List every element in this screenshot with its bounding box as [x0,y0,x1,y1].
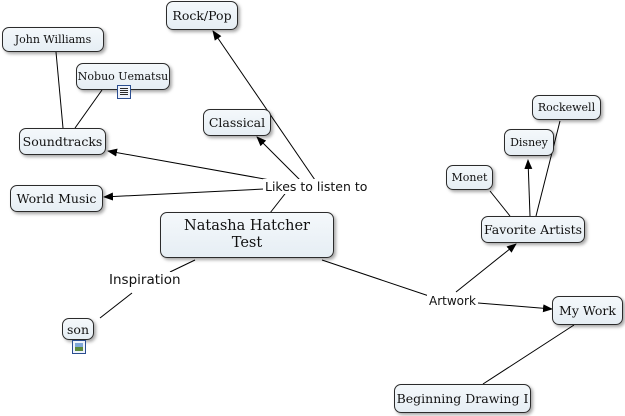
concept-soundtracks[interactable]: Soundtracks [19,128,106,155]
edge-likes-soundtracks [107,148,271,181]
edge-inspiration-son [99,292,133,319]
edge-favorite-monet [489,190,511,217]
edge-favorite-rockewell [535,120,561,217]
concept-favorite-artists[interactable]: Favorite Artists [481,216,585,243]
edge-likes-rockpop [212,30,316,181]
document-icon[interactable] [117,85,131,99]
link-artwork[interactable]: Artwork [427,294,478,308]
edge-likes-classical [256,136,301,181]
edge-center-artwork [321,259,433,298]
concept-son[interactable]: son [62,318,94,340]
concept-disney[interactable]: Disney [504,129,554,156]
edge-soundtracks-johnwilliams [55,51,64,129]
concept-classical[interactable]: Classical [203,109,271,136]
edge-mywork-drawing [482,324,575,385]
edge-artwork-favorite [455,243,517,293]
concept-beginning-drawing-i[interactable]: Beginning Drawing I [394,384,531,413]
concept-john-williams[interactable]: John Williams [2,27,104,52]
concept-world-music[interactable]: World Music [10,185,103,212]
edge-soundtracks-nobuo [74,89,103,129]
concept-my-work[interactable]: My Work [552,296,623,325]
center-concept-natasha-hatcher-test[interactable]: Natasha Hatcher Test [160,212,334,258]
concept-rockewell[interactable]: Rockewell [532,95,601,120]
edge-likes-worldmusic [103,188,265,201]
link-likes-to-listen-to[interactable]: Likes to listen to [263,179,370,194]
concept-monet[interactable]: Monet [446,165,493,190]
concept-rock-pop[interactable]: Rock/Pop [166,1,238,30]
concept-nobuo-uematsu[interactable]: Nobuo Uematsu [76,63,170,90]
edge-center-inspiration [169,259,196,273]
edge-favorite-disney [524,159,533,217]
link-inspiration[interactable]: Inspiration [107,272,183,288]
edge-artwork-mywork [477,302,553,313]
image-icon[interactable] [72,340,86,354]
